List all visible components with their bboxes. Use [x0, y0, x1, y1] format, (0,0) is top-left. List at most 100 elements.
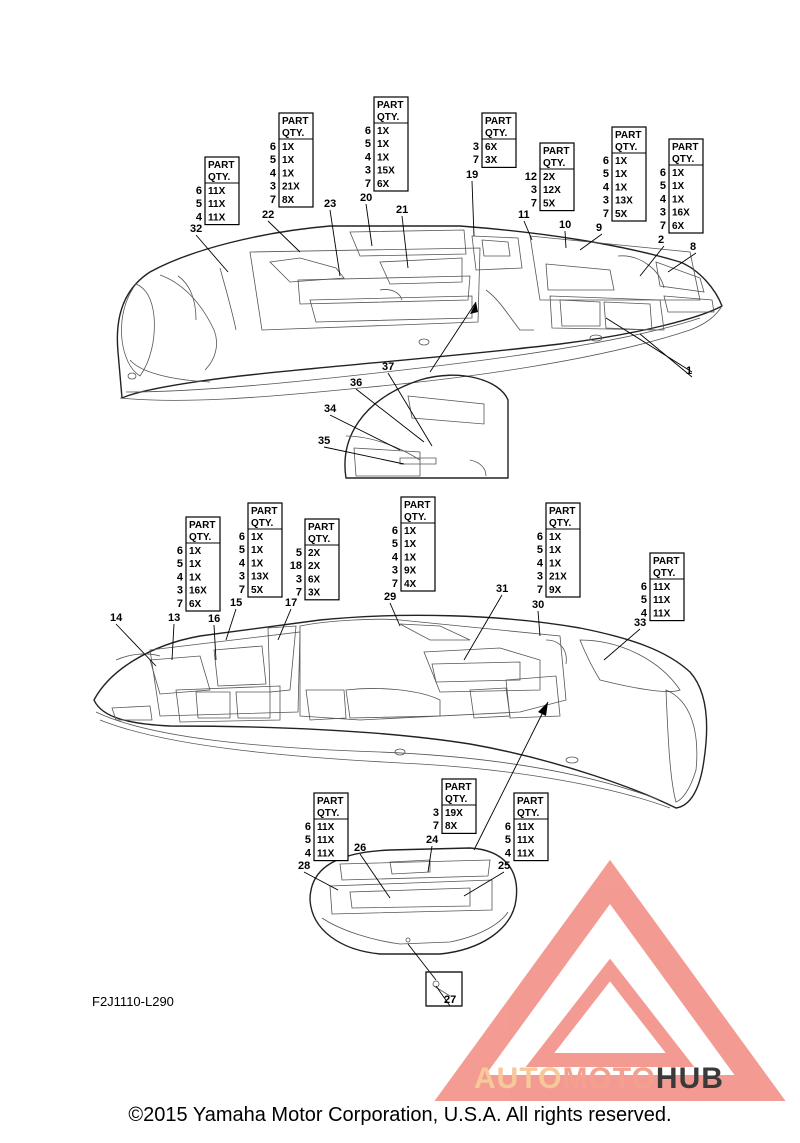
callout-13: 13: [168, 612, 180, 661]
copyright-notice: ©2015 Yamaha Motor Corporation, U.S.A. A…: [128, 1104, 672, 1126]
part-number: 7: [270, 194, 276, 206]
callout-15: 15: [225, 597, 242, 641]
qty-header-text: QTY.: [189, 532, 211, 543]
qty-header-text: PART: [672, 142, 698, 153]
qty-value: 1X: [549, 532, 562, 543]
qty-value: 1X: [672, 194, 685, 205]
qty-value: 2X: [308, 548, 321, 559]
callout-label: 29: [384, 591, 396, 603]
part-number: 3: [433, 807, 439, 819]
qty-header-text: PART: [404, 500, 430, 511]
qty-header-text: QTY.: [543, 158, 565, 169]
qty-header-text: QTY.: [485, 128, 507, 139]
callout-19: 19: [466, 169, 478, 237]
qty-value: 13X: [615, 196, 633, 207]
part-number: 5: [537, 544, 543, 556]
callout-label: 11: [518, 209, 530, 221]
callout-34: 34: [324, 403, 401, 451]
qty-header-text: QTY.: [317, 808, 339, 819]
part-number: 3: [473, 141, 479, 153]
qty-value: 11X: [653, 608, 671, 619]
qty-header-text: PART: [208, 160, 234, 171]
callout-label: 22: [262, 209, 274, 221]
part-number: 5: [365, 138, 371, 150]
qty-header-text: PART: [377, 100, 403, 111]
part-number: 4: [270, 167, 277, 179]
callout-14: 14: [110, 612, 157, 667]
callout-label: 26: [354, 842, 366, 854]
callout-24: 24: [426, 834, 439, 873]
callout-23: 23: [324, 198, 341, 277]
upper-hull-drawing: [116, 225, 723, 401]
qty-value: 19X: [445, 808, 463, 819]
callout-label: 1: [686, 365, 692, 377]
detail-inset-top: [344, 301, 509, 479]
watermark-text: AUTOMOTOHUB: [474, 1062, 724, 1095]
callout-label: 32: [190, 223, 202, 235]
part-number: 3: [537, 571, 543, 583]
part-number: 4: [537, 557, 544, 569]
callout-label: 25: [498, 860, 510, 872]
callout-28: 28: [298, 860, 339, 891]
part-number: 6: [660, 167, 666, 179]
lower-hull-drawing: [93, 614, 708, 851]
qty-value: 1X: [282, 155, 295, 166]
callout-label: 8: [690, 241, 696, 253]
qty-header-text: QTY.: [549, 518, 571, 529]
part-number: 3: [660, 207, 666, 219]
qty-value: 6X: [189, 599, 202, 610]
part-number: 5: [660, 180, 666, 192]
part-number: 6: [305, 821, 311, 833]
part-number: 6: [537, 531, 543, 543]
part-number: 6: [239, 531, 245, 543]
callout-27: 27: [435, 985, 456, 1007]
qty-value: 1X: [189, 559, 202, 570]
part-number: 3: [239, 571, 245, 583]
callout-label: 15: [230, 597, 242, 609]
callout-20: 20: [360, 192, 373, 247]
part-number: 7: [239, 584, 245, 596]
qty-value: 4X: [404, 579, 417, 590]
part-number: 4: [641, 607, 648, 619]
qty-value: 11X: [208, 199, 226, 210]
callout-2: 2: [639, 234, 665, 277]
qty-value: 1X: [404, 552, 417, 563]
callout-22: 22: [262, 209, 301, 253]
qty-header-text: PART: [543, 146, 569, 157]
qty-value: 12X: [543, 185, 561, 196]
callout-label: 21: [396, 204, 408, 216]
qty-header-text: QTY.: [672, 154, 694, 165]
qty-value: 11X: [208, 212, 226, 223]
part-number: 7: [296, 587, 302, 599]
callout-21: 21: [396, 204, 409, 269]
qty-value: 11X: [517, 822, 535, 833]
qty-value: 15X: [377, 166, 395, 177]
qty-value: 2X: [308, 561, 321, 572]
part-number: 7: [392, 578, 398, 590]
qty-value: 21X: [282, 182, 300, 193]
qty-value: 11X: [208, 186, 226, 197]
qty-header-text: PART: [549, 506, 575, 517]
qty-value: 1X: [377, 152, 390, 163]
callout-label: 36: [350, 377, 362, 389]
qty-value: 11X: [317, 835, 335, 846]
part-number: 7: [177, 598, 183, 610]
part-number: 5: [641, 594, 647, 606]
qty-value: 16X: [672, 208, 690, 219]
part-number: 6: [603, 155, 609, 167]
qty-value: 1X: [672, 181, 685, 192]
callout-label: 33: [634, 617, 646, 629]
callout-17: 17: [277, 597, 297, 641]
qty-value: 6X: [308, 574, 321, 585]
part-number: 7: [473, 154, 479, 166]
part-number: 6: [196, 185, 202, 197]
